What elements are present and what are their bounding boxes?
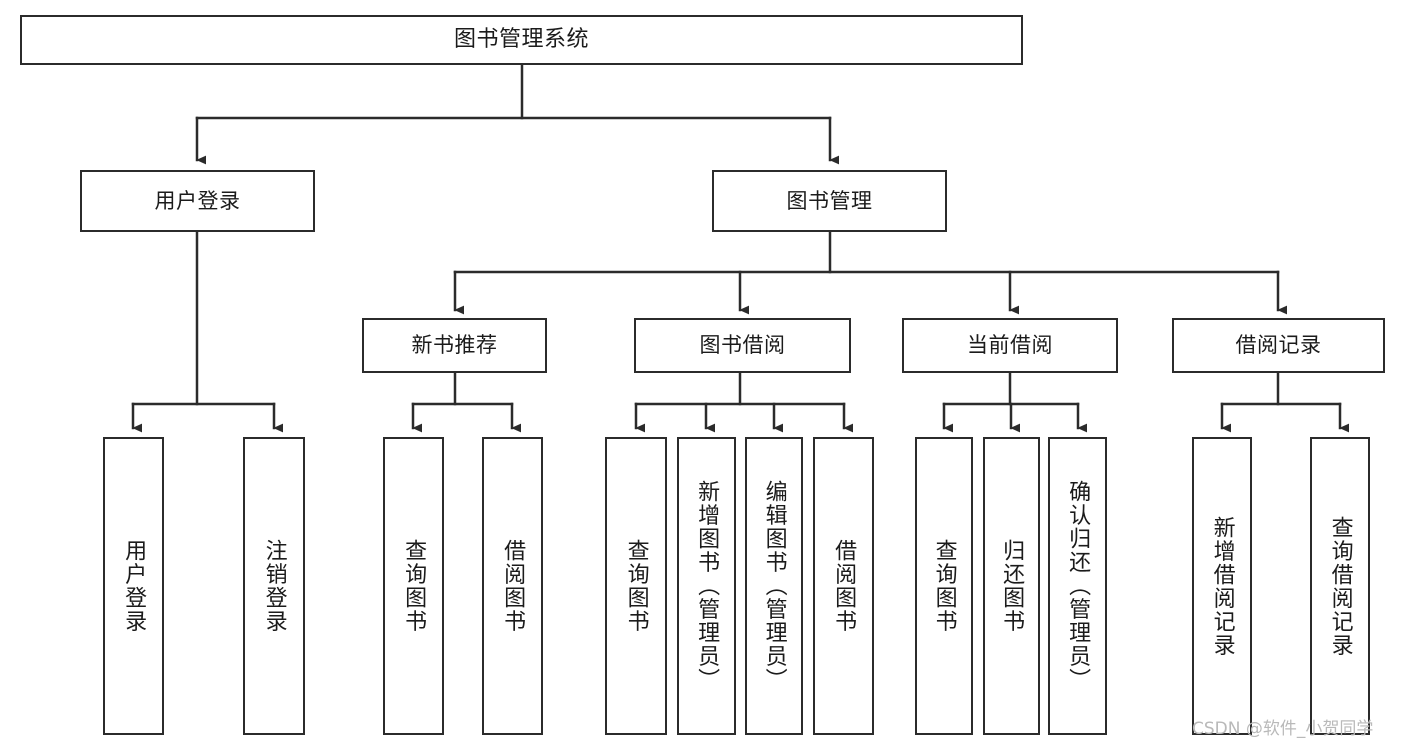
node-label: 用户登录 xyxy=(121,539,147,633)
leaf-query-book-current[interactable]: 查询图书 xyxy=(915,437,973,735)
leaf-query-book-new[interactable]: 查询图书 xyxy=(383,437,444,735)
node-label: 查询借阅记录 xyxy=(1327,515,1353,657)
node-label: 借阅图书 xyxy=(831,539,857,633)
node-label: 新增借阅记录 xyxy=(1209,515,1235,657)
node-label: 图书借阅 xyxy=(699,333,786,358)
leaf-edit-book-admin[interactable]: 编辑图书（管理员） xyxy=(745,437,803,735)
node-label: 借阅记录 xyxy=(1235,333,1322,358)
leaf-add-book-admin[interactable]: 新增图书（管理员） xyxy=(677,437,736,735)
node-borrow-record[interactable]: 借阅记录 xyxy=(1172,318,1385,373)
node-user-login[interactable]: 用户登录 xyxy=(80,170,315,232)
node-new-book-recommend[interactable]: 新书推荐 xyxy=(362,318,547,373)
leaf-confirm-return-admin[interactable]: 确认归还（管理员） xyxy=(1048,437,1107,735)
node-label: 编辑图书（管理员） xyxy=(761,480,787,692)
node-label: 查询图书 xyxy=(623,539,649,633)
leaf-logout[interactable]: 注销登录 xyxy=(243,437,305,735)
node-label: 注销登录 xyxy=(261,539,287,633)
leaf-add-borrow-record[interactable]: 新增借阅记录 xyxy=(1192,437,1252,735)
node-book-management[interactable]: 图书管理 xyxy=(712,170,947,232)
node-label: 查询图书 xyxy=(931,539,957,633)
node-label: 用户登录 xyxy=(154,188,241,213)
leaf-return-book[interactable]: 归还图书 xyxy=(983,437,1040,735)
csdn-watermark: CSDN @软件_小贺同学 xyxy=(1192,719,1374,739)
leaf-borrow-book-new[interactable]: 借阅图书 xyxy=(482,437,543,735)
node-label: 图书管理系统 xyxy=(453,27,589,53)
node-label: 图书管理 xyxy=(786,188,873,213)
node-label: 新书推荐 xyxy=(411,333,498,358)
node-label: 归还图书 xyxy=(999,539,1025,633)
node-label: 查询图书 xyxy=(401,539,427,633)
node-label: 当前借阅 xyxy=(967,333,1053,358)
leaf-query-borrow-record[interactable]: 查询借阅记录 xyxy=(1310,437,1370,735)
node-label: 新增图书（管理员） xyxy=(694,480,720,692)
leaf-query-book-borrow[interactable]: 查询图书 xyxy=(605,437,667,735)
node-book-borrow[interactable]: 图书借阅 xyxy=(634,318,851,373)
node-current-borrow[interactable]: 当前借阅 xyxy=(902,318,1118,373)
leaf-user-login[interactable]: 用户登录 xyxy=(103,437,164,735)
node-root-book-management-system[interactable]: 图书管理系统 xyxy=(20,15,1023,65)
node-label: 确认归还（管理员） xyxy=(1065,480,1091,692)
node-label: 借阅图书 xyxy=(500,539,526,633)
leaf-borrow-book[interactable]: 借阅图书 xyxy=(813,437,874,735)
